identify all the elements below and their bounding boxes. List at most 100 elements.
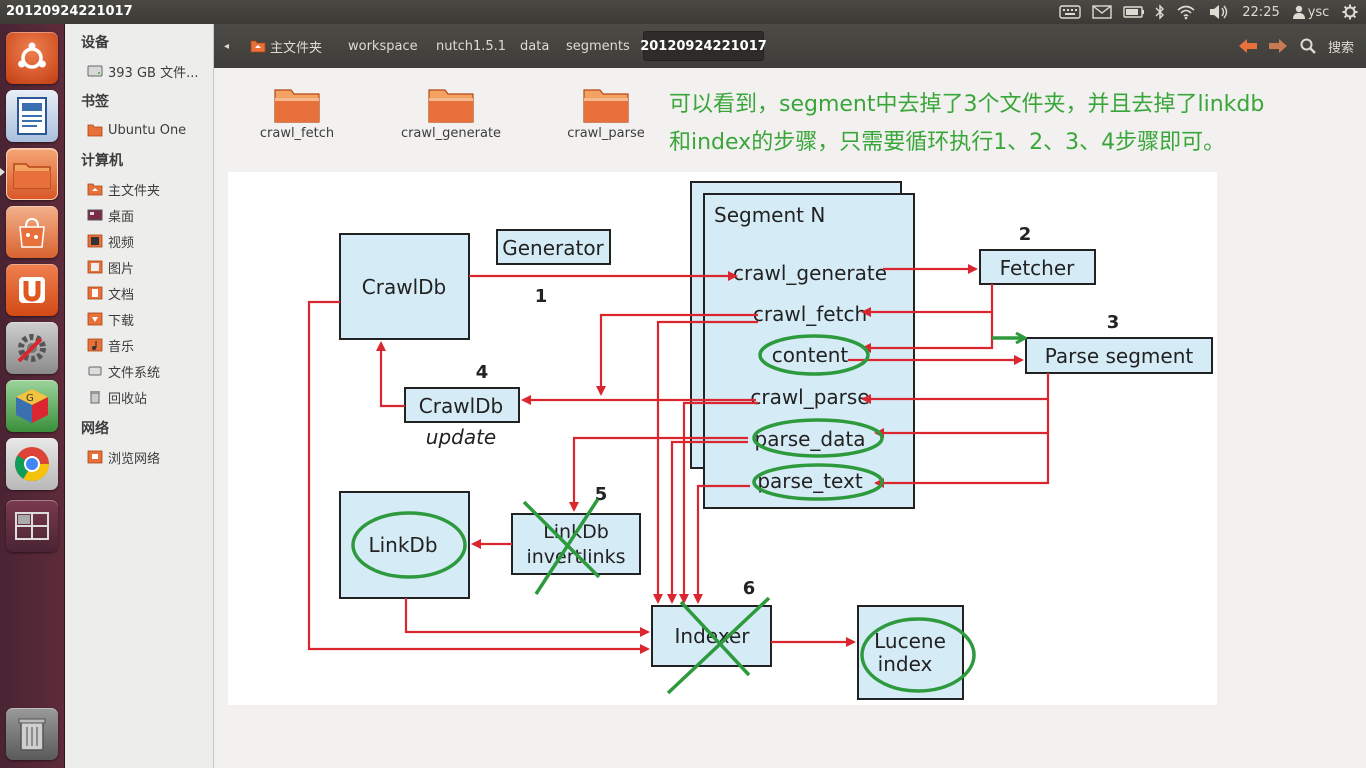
user-menu[interactable]: ysc [1289,3,1333,21]
window-title: 20120924221017 [6,4,133,19]
green-circle-parse-data [752,418,884,458]
trash-icon [18,718,46,751]
generator-box [496,229,611,265]
volume-icon[interactable] [1207,3,1231,21]
breadcrumb-scroll-left-icon[interactable]: ◂ [224,40,230,52]
dash-button[interactable] [6,32,58,84]
arrow-crawl-fetch-to-indexer [653,320,758,604]
music-icon [87,338,103,352]
folder-icon [13,163,51,189]
sidebar-item-label: 下载 [108,313,135,329]
step-3-label: 3 [1107,312,1120,333]
file-item-crawl-fetch[interactable]: crawl_fetch [222,84,372,144]
sidebar-item-label: 浏览网络 [108,451,161,467]
sidebar-item-videos[interactable]: 视频 [87,230,211,252]
seg-item-crawl-fetch: crawl_fetch [753,302,867,326]
bluetooth-icon[interactable] [1153,3,1167,21]
arrow-linkdb-to-indexer [404,598,650,637]
sidebar-item-home[interactable]: 主文件夹 [87,178,211,200]
places-sidebar: 设备 393 GB 文件... 书签 Ubuntu One 计算机 主文件夹 桌… [65,24,214,768]
session-gear-icon[interactable] [1340,3,1360,21]
sidebar-item-browse-network[interactable]: 浏览网络 [87,446,211,468]
sidebar-item-downloads[interactable]: 下载 [87,308,211,330]
ubuntu-one-launcher[interactable] [6,264,58,316]
file-label: crawl_fetch [259,126,335,141]
breadcrumb-workspace[interactable]: workspace [348,38,418,54]
chrome-launcher[interactable] [6,438,58,490]
sidebar-item-music[interactable]: 音乐 [87,334,211,356]
search-button[interactable]: 搜索 [1300,36,1354,56]
search-label: 搜索 [1328,40,1355,56]
battery-icon[interactable] [1122,3,1146,21]
back-arrow-icon[interactable] [1238,36,1258,56]
folder-icon [583,89,629,123]
folder-icon [274,89,320,123]
folder-icon [87,123,103,137]
workspace-switcher-launcher[interactable] [6,500,58,552]
home-folder-icon [87,182,103,196]
seg-item-parse-text: parse_text [757,469,863,493]
arrow-parse-to-parse-text [874,433,1050,488]
green-cross-invertlinks-a [522,500,601,579]
annotation-text: 可以看到，segment中去掉了3个文件夹，并且去掉了linkdb 和index… [669,86,1359,162]
linkdb-label: LinkDb [368,533,437,557]
breadcrumb-data[interactable]: data [520,38,550,54]
sidebar-item-label: 视频 [108,235,135,251]
arrow-parse-data-to-indexer [667,440,748,604]
system-settings-launcher[interactable] [6,322,58,374]
location-toolbar: ◂ 主文件夹 workspace nutch1.5.1 data segment… [214,24,1366,68]
files-launcher[interactable] [6,148,58,200]
arrow-crawl-parse-to-indexer [679,401,758,604]
seg-item-crawl-parse: crawl_parse [750,385,869,409]
downloads-icon [87,312,103,326]
hard-drive-icon [87,64,103,78]
keyboard-icon[interactable] [1058,3,1082,21]
sidebar-item-desktop[interactable]: 桌面 [87,204,211,226]
sidebar-item-label: 音乐 [108,339,135,355]
mail-icon[interactable] [1091,3,1113,21]
forward-arrow-icon[interactable] [1268,36,1288,56]
clock[interactable]: 22:25 [1242,4,1280,20]
workflow-arrows [307,264,1050,654]
annotation-line-2: 和index的步骤，只需要循环执行1、2、3、4步骤即可。 [669,130,1226,155]
breadcrumb-nutch[interactable]: nutch1.5.1 [436,38,507,54]
software-center-launcher[interactable] [6,206,58,258]
wifi-icon[interactable] [1175,3,1197,21]
arrow-fetcher-to-content [861,312,994,353]
breadcrumb-segments[interactable]: segments [566,38,630,54]
lucene-label-2: index [878,652,933,676]
filesystem-icon [87,364,103,378]
invertlinks-label-2: invertlinks [526,546,625,568]
pictures-icon [87,260,103,274]
green-cross-indexer-b [666,596,771,695]
sidebar-item-filesystem[interactable]: 文件系统 [87,360,211,382]
sidebar-item-ubuntu-one[interactable]: Ubuntu One [87,119,211,141]
breadcrumb-current[interactable]: 20120924221017 [640,31,767,61]
sidebar-heading-bookmarks: 书签 [81,94,109,110]
breadcrumb-home[interactable]: 主文件夹 [250,36,322,56]
gimp-launcher[interactable]: G [6,380,58,432]
parse-segment-box [1025,337,1213,374]
trash-launcher[interactable] [6,708,58,760]
arrow-crawldb-to-indexer [307,300,650,654]
libreoffice-writer-launcher[interactable] [6,90,58,142]
sidebar-item-label: 图片 [108,261,135,277]
sidebar-heading-devices: 设备 [81,35,109,51]
file-item-crawl-generate[interactable]: crawl_generate [376,84,526,144]
seg-item-parse-data: parse_data [755,427,866,451]
folder-icon [428,89,474,123]
sidebar-item-documents[interactable]: 文档 [87,282,211,304]
sidebar-item-drive[interactable]: 393 GB 文件... [87,60,211,82]
sidebar-item-trash[interactable]: 回收站 [87,386,211,408]
sidebar-item-pictures[interactable]: 图片 [87,256,211,278]
sidebar-heading-network: 网络 [81,421,109,437]
parse-segment-label: Parse segment [1045,344,1194,368]
file-view: crawl_fetch crawl_generate crawl_parse 可… [214,68,1366,768]
file-item-crawl-parse[interactable]: crawl_parse [531,84,681,144]
search-icon [1300,38,1316,54]
step-6-label: 6 [743,578,756,599]
film-icon [87,234,103,248]
sidebar-item-label: Ubuntu One [108,122,187,138]
crawldb-box [339,233,470,340]
launcher: G [0,24,65,768]
